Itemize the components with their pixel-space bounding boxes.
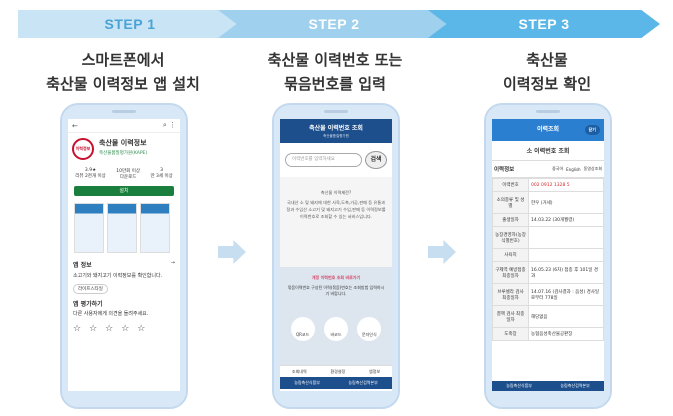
row-key: 구제역 예방접종 최종일자 <box>492 261 529 284</box>
rate-app-section: 앱 평가하기 다른 사용자에게 의견을 들려주세요. <box>73 301 149 317</box>
screen-title: 축산물 이력번호 조회 <box>309 125 363 132</box>
phone-step-3: 이력조회 닫기 소 이력번호 조회 이력정보 중국어 English 동영상조회… <box>484 103 612 409</box>
row-value: 한우 (거세) <box>528 191 604 214</box>
row-value: 002 0912 1328 5 <box>528 178 604 192</box>
close-button[interactable]: 닫기 <box>584 125 600 135</box>
trace-number-input[interactable]: 이력번호를 입력하세요 <box>285 153 362 167</box>
scan-panel: 개정 이력번호 조회 바로가기 묶음이력번호 구성된 이력(묶음)번호는 조회방… <box>280 267 392 365</box>
row-key: 사육지 <box>492 248 529 262</box>
row-key: 도축장 <box>492 327 529 341</box>
step-2-label: STEP 2 <box>218 10 450 38</box>
bottom-nav: 조회내역 환경설정 앱정보 <box>280 365 392 377</box>
step-1-label: STEP 1 <box>18 10 242 38</box>
row-key: 이력번호 <box>492 178 529 192</box>
result-screen: 이력조회 닫기 소 이력번호 조회 이력정보 중국어 English 동영상조회… <box>492 119 604 391</box>
qr-code-icon[interactable]: QR코드 <box>290 317 315 341</box>
row-key: 출생일자 <box>492 213 529 227</box>
result-subtitle: 소 이력번호 조회 <box>492 141 604 161</box>
tab-chinese[interactable]: 중국어 <box>552 166 564 171</box>
step-3-label: STEP 3 <box>428 10 660 38</box>
screen-title: 이력조회 <box>536 126 560 133</box>
text-recognition-icon[interactable]: 문자인식 <box>357 317 382 341</box>
row-value: 해당없음 <box>528 305 604 328</box>
row-value <box>528 226 604 249</box>
row-value: 14.07.16 (검사결과 : 음성) 경사일로부터 778일 <box>528 283 604 306</box>
row-key: 소의종류 및 성별 <box>492 191 529 214</box>
row-key: 결핵 검사 최종일자 <box>492 305 529 328</box>
tab-video[interactable]: 동영상조회 <box>583 166 602 171</box>
back-arrow-icon[interactable]: ← <box>72 121 78 130</box>
publisher-link[interactable]: 축산물품질평가원(KAPE) <box>99 151 148 156</box>
app-info-section[interactable]: 앱 정보 → 소고기와 돼지고기 이력정보를 확인합니다. <box>73 260 175 279</box>
row-value: 14.03.22 (30개월령) <box>528 213 604 227</box>
phone-step-1: ← ⌕ ⋮ 이력정보 축산물 이력정보 축산물품질평가원(KAPE) 3.9★리… <box>60 103 188 409</box>
install-button[interactable]: 설치 <box>74 186 174 196</box>
table-row: 농장경영자(농장식별번호) <box>492 226 604 249</box>
screenshot-gallery[interactable] <box>68 199 180 257</box>
app-name: 축산물 이력정보 <box>99 139 147 147</box>
rating-stars[interactable]: ☆☆☆☆☆ <box>73 324 154 334</box>
row-value: 16.05.23 (6차) 접종 후 101일 경과 <box>528 261 604 284</box>
row-value: 농협음성축산물공판장 <box>528 327 604 341</box>
tab-english[interactable]: English <box>566 166 581 172</box>
intro-text: 축산물 이력제란? 국내산 소 및 돼지에 대한 사육,도축,가공,판매 등 유… <box>280 177 392 267</box>
row-value <box>528 248 604 262</box>
play-store-screen: ← ⌕ ⋮ 이력정보 축산물 이력정보 축산물품질평가원(KAPE) 3.9★리… <box>68 119 180 391</box>
phone-step-2: 축산물 이력번호 조회 축산물품질평가원 이력번호를 입력하세요 검색 축산물 … <box>272 103 400 409</box>
table-row: 사육지 <box>492 248 604 262</box>
search-button[interactable]: 검색 <box>365 151 387 169</box>
app-logo: 이력정보 <box>72 138 94 160</box>
search-screen: 축산물 이력번호 조회 축산물품질평가원 이력번호를 입력하세요 검색 축산물 … <box>280 119 392 391</box>
barcode-icon[interactable]: 바코드 <box>323 317 348 341</box>
category-chip[interactable]: 라이프스타일 <box>73 284 108 294</box>
arrow-right-icon <box>428 240 456 264</box>
search-icon[interactable]: ⌕ ⋮ <box>162 121 176 129</box>
row-key: 브루셀라 검사 최종일자 <box>492 283 529 306</box>
step-banner: STEP 1 STEP 2 STEP 3 <box>18 10 660 38</box>
arrow-right-icon <box>218 240 246 264</box>
row-key: 농장경영자(농장식별번호) <box>492 226 529 249</box>
